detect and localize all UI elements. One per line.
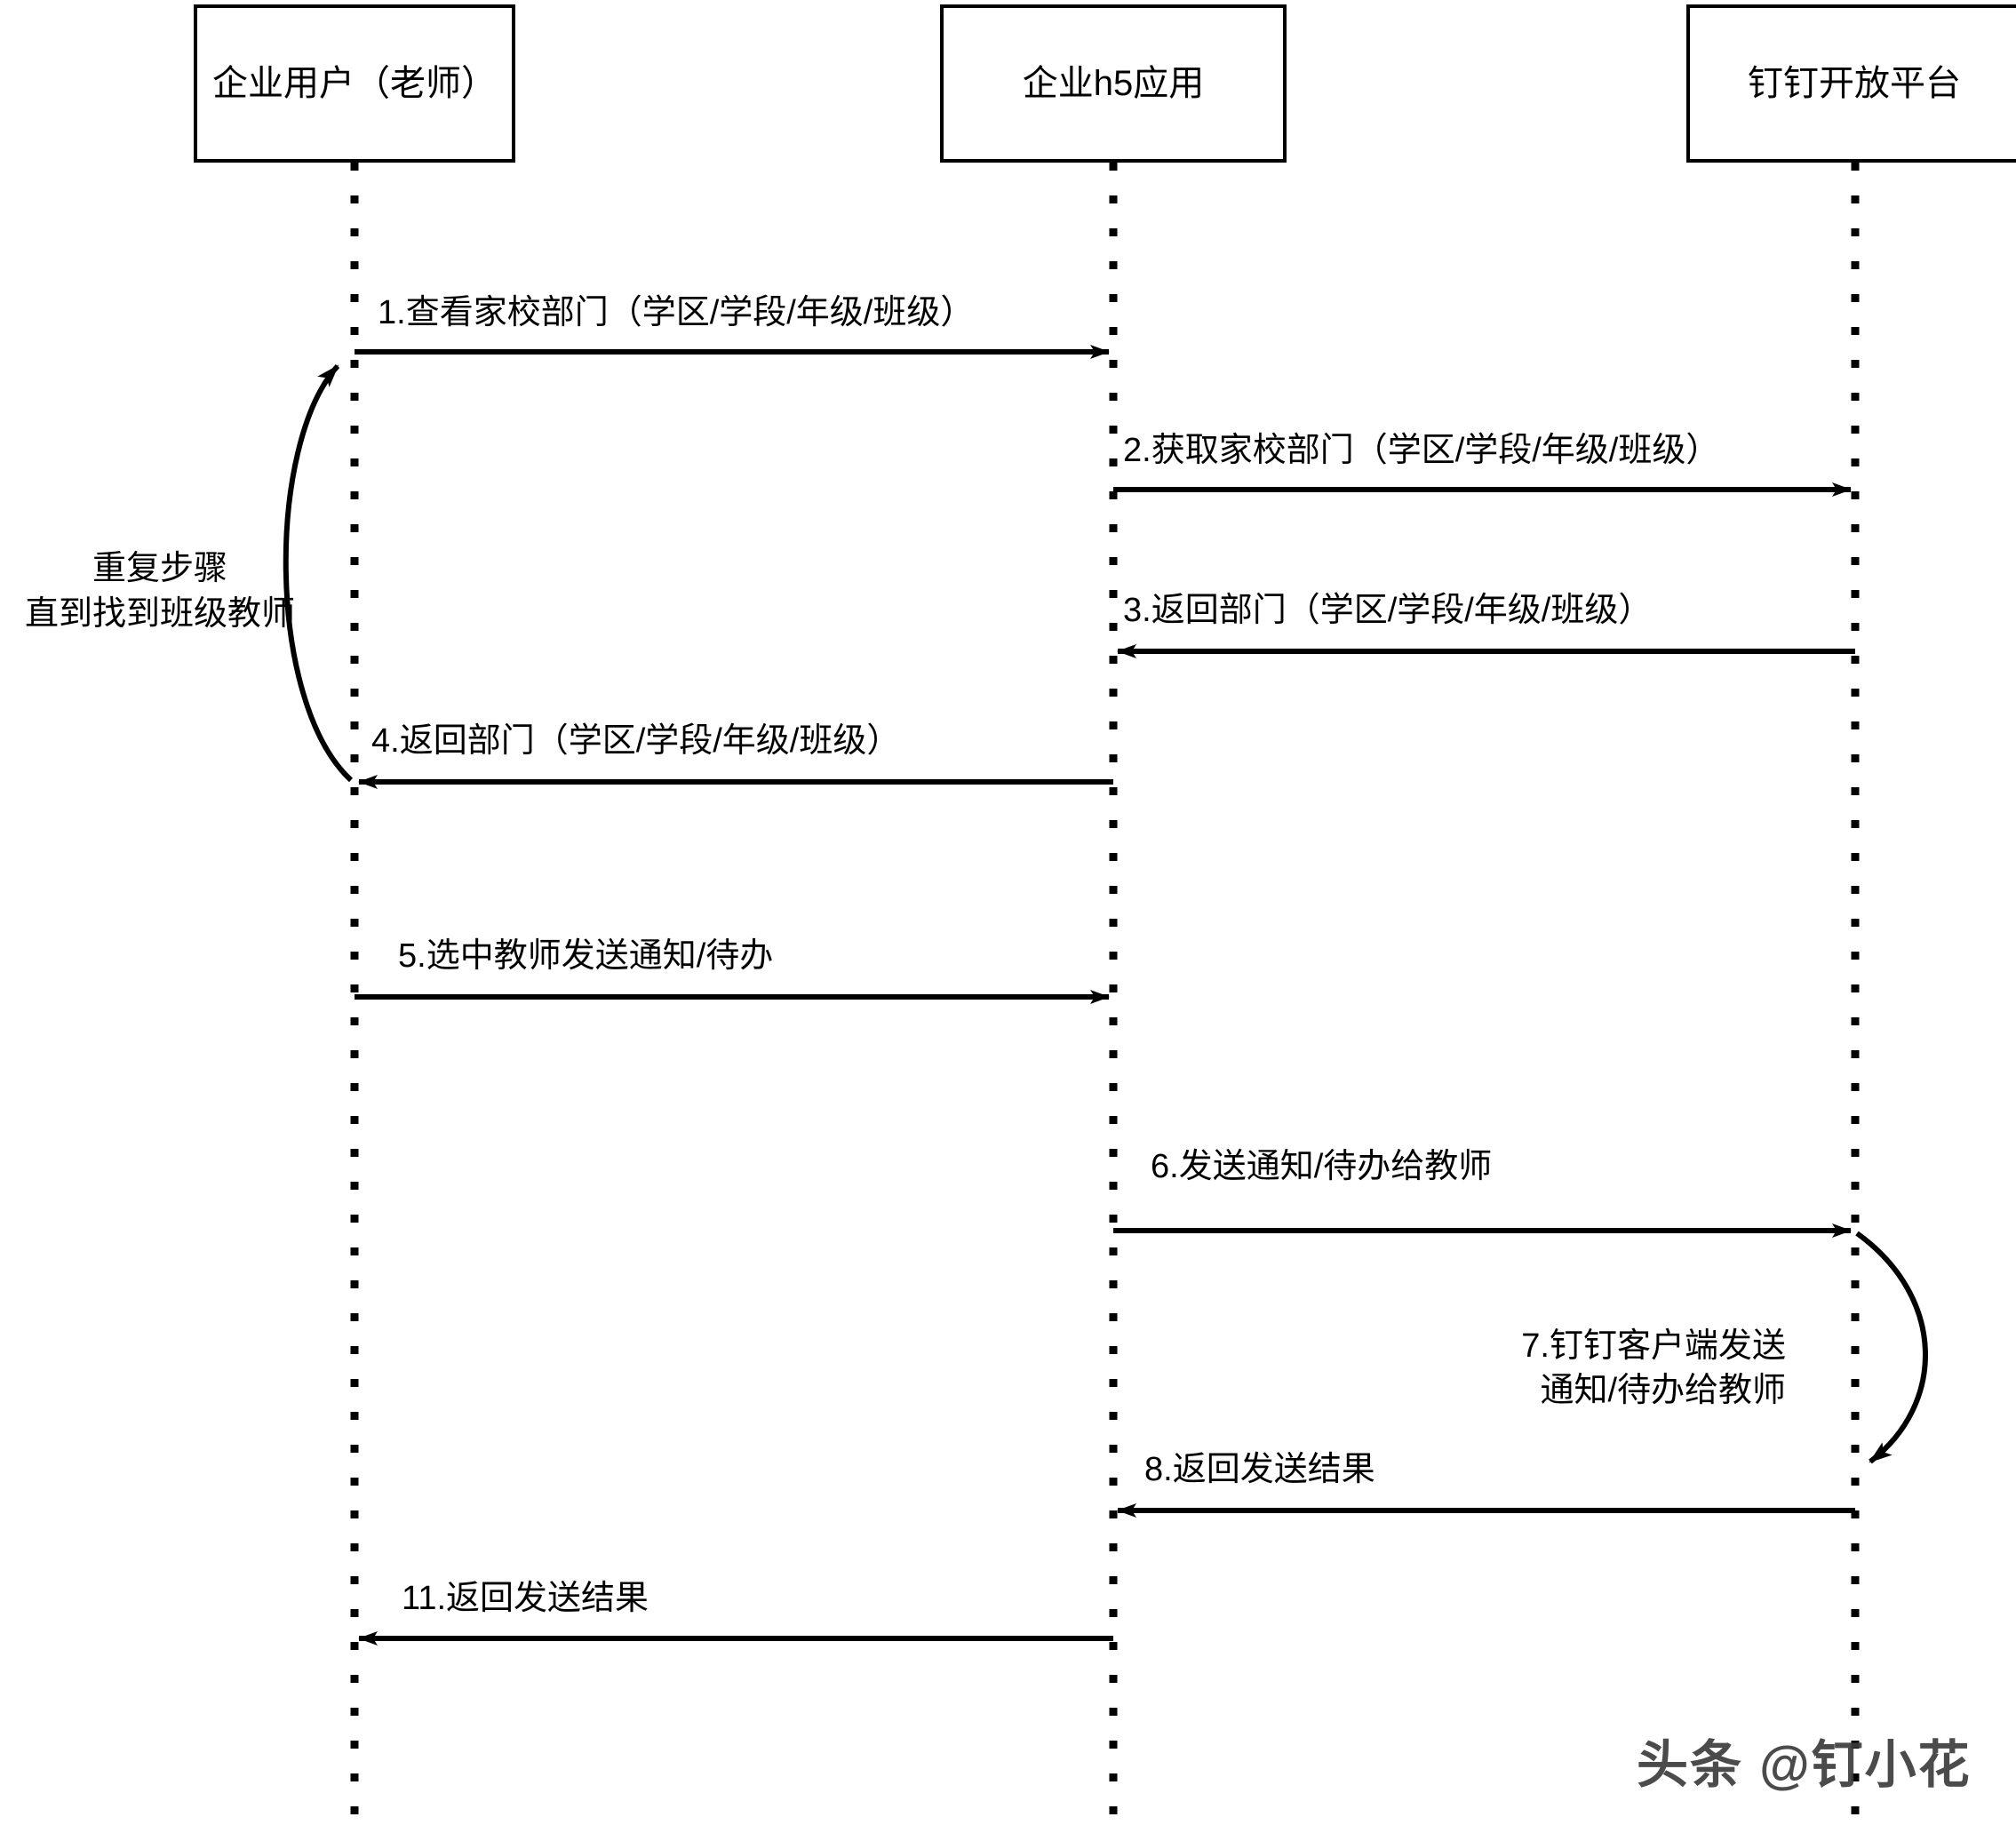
message-label-11: 11.返回发送结果	[402, 1580, 649, 1617]
message-label-4: 4.返回部门（学区/学段/年级/班级）	[371, 722, 901, 760]
actor-label-h5app: 企业h5应用	[1022, 64, 1205, 103]
actor-box-dingtalk[interactable]: 钉钉开放平台	[1686, 4, 2016, 163]
actor-label-user: 企业用户（老师）	[212, 64, 497, 103]
repeat-steps-note: 重复步骤 直到找到班级教师	[24, 550, 295, 634]
actor-label-dingtalk: 钉钉开放平台	[1748, 64, 1961, 103]
message-label-8: 8.返回发送结果	[1144, 1451, 1375, 1488]
message-label-6: 6.发送通知/待办给教师	[1151, 1148, 1493, 1185]
message-label-3: 3.返回部门（学区/学段/年级/班级）	[1123, 592, 1653, 629]
message-arrows	[355, 345, 1855, 1646]
message-label-1: 1.查看家校部门（学区/学段/年级/班级）	[378, 294, 975, 331]
actor-box-user[interactable]: 企业用户（老师）	[194, 4, 515, 163]
message-label-5: 5.选中教师发送通知/待办	[398, 937, 774, 975]
actor-box-h5app[interactable]: 企业h5应用	[940, 4, 1287, 163]
message-label-7: 7.钉钉客户端发送 通知/待办给教师	[1521, 1327, 1786, 1410]
watermark: 头条 @钉小花	[1637, 1736, 1972, 1794]
message-label-2: 2.获取家校部门（学区/学段/年级/班级）	[1123, 432, 1720, 469]
repeat-loop-arc	[283, 363, 354, 783]
self-message-arc-7	[1855, 1231, 1928, 1464]
